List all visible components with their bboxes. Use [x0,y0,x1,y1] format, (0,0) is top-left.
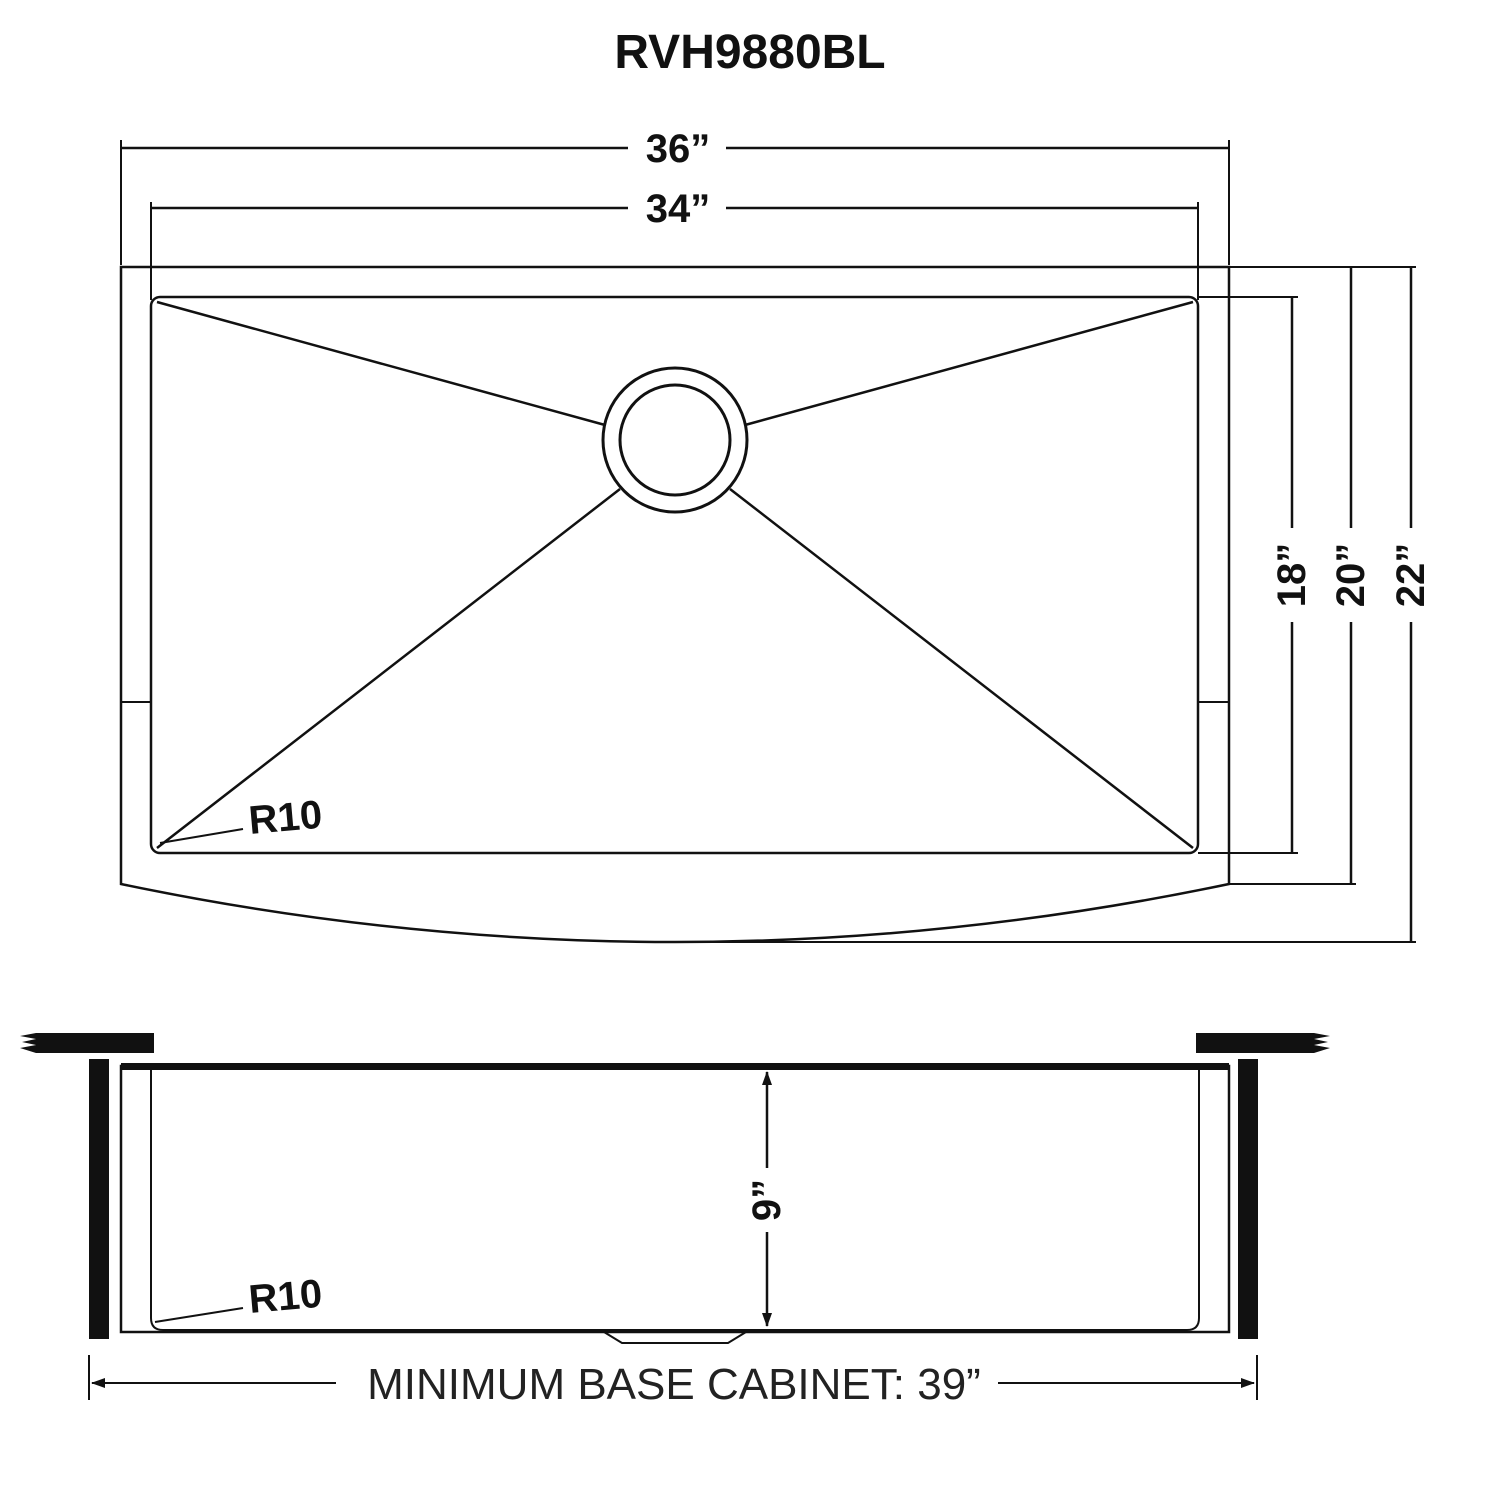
min-cabinet-label: MINIMUM BASE CABINET: 39” [367,1360,981,1409]
cabinet-wall-right [1238,1059,1258,1339]
top-corner-radius: R10 [159,793,324,844]
side-view: 9” R10 MINIMUM BASE CABINET: 39” [20,1033,1330,1409]
dimension-bowl-height: 9” [745,1071,789,1327]
drain-profile [603,1331,747,1344]
countertop-left [20,1033,154,1053]
top-view: 36” 34” R10 [119,127,1433,944]
bowl-width-label: 34” [646,187,711,231]
drain-inner [618,383,732,497]
bowl-height-label: 9” [745,1179,789,1221]
sink-bowl-profile [150,1068,1200,1331]
bowl-slope-lines [156,300,1194,849]
bowl-depth-label: 18” [1270,543,1314,608]
dimension-overall-depth: 22” [675,266,1433,943]
side-corner-radius-label: R10 [247,1272,324,1322]
diagram-title: RVH9880BL [614,26,885,79]
cabinet-wall-left [89,1059,109,1339]
dimension-bowl-width: 34” [150,187,1199,300]
top-corner-radius-label: R10 [247,793,324,843]
sink-bowl-outline [149,295,1200,855]
countertop-right [1196,1033,1330,1053]
side-corner-radius: R10 [154,1272,324,1323]
dimension-depth-at-sides: 20” [1229,266,1373,885]
dimension-bowl-depth: 18” [1198,296,1314,854]
overall-width-label: 36” [646,127,711,171]
drain-outer [601,366,749,514]
sink-side-outline [119,1064,1231,1334]
dimension-overall-width: 36” [120,127,1230,265]
overall-depth-label: 22” [1389,543,1433,608]
dimension-min-cabinet: MINIMUM BASE CABINET: 39” [88,1355,1258,1409]
depth-at-sides-label: 20” [1329,543,1373,608]
